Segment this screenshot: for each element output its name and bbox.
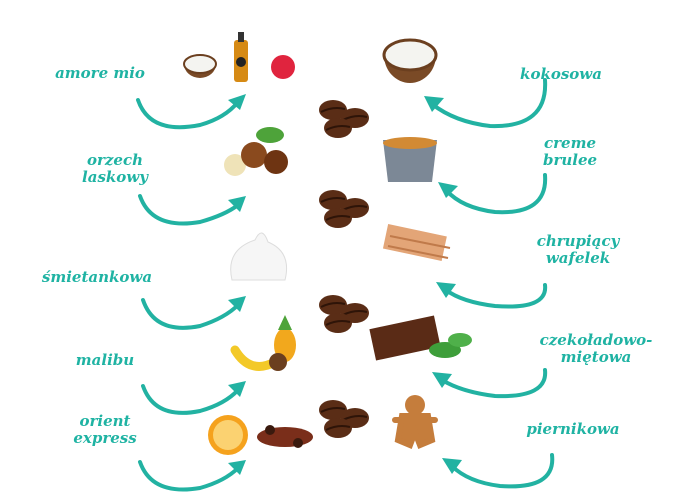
flavor-label-smietankowa: śmietankowa xyxy=(41,268,153,286)
coffee-beans-2 xyxy=(318,189,370,229)
spices-image xyxy=(257,425,313,448)
liqueur-image xyxy=(234,32,248,82)
hazelnut-image xyxy=(224,127,288,176)
flavor-label-orzech-laskowy: orzech laskowy xyxy=(82,151,148,186)
flavor-label-kokosowa: kokosowa xyxy=(520,65,602,83)
flavor-label-czekoladowo-mietowa: czekoładowo- miętowa xyxy=(539,331,653,366)
chocolate-image xyxy=(369,315,441,361)
coffee-beans-4 xyxy=(318,399,370,439)
flavor-label-amore-mio: amore mio xyxy=(55,64,145,82)
whipped-cream-image xyxy=(230,232,288,281)
wafer-image xyxy=(382,224,451,261)
malibu-image xyxy=(230,315,296,371)
flavor-label-creme-brulee: creme brulee xyxy=(542,134,598,169)
raspberry-image xyxy=(271,55,295,79)
creme-brulee-image xyxy=(383,137,437,182)
coconut-image xyxy=(183,54,217,79)
orange-image xyxy=(208,415,248,455)
coconut-big-image xyxy=(382,38,438,83)
flavor-label-orient-express: orient express xyxy=(73,412,137,447)
flavor-label-chrupiacy-wafelek: chrupiący wafelek xyxy=(536,232,620,267)
flavor-label-piernikowa: piernikowa xyxy=(526,420,620,438)
coffee-beans-3 xyxy=(318,294,370,334)
mint-image xyxy=(429,333,472,358)
arrows xyxy=(136,78,555,492)
coffee-beans-1 xyxy=(318,99,370,139)
gingerbread-man-image xyxy=(392,395,438,449)
flavor-label-malibu: malibu xyxy=(75,351,135,369)
